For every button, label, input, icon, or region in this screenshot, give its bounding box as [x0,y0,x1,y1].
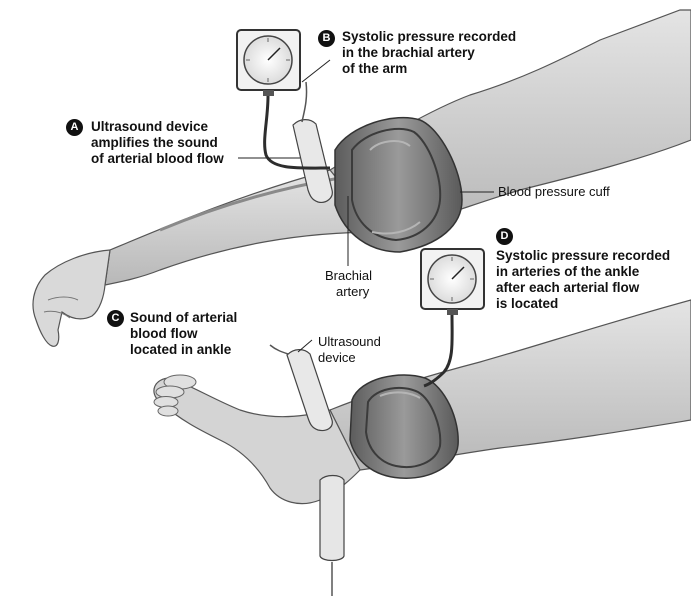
label-b: Systolic pressure recorded in the brachi… [342,29,516,77]
label-b-line: of the arm [342,61,516,77]
label-d-line: after each arterial flow [496,280,670,296]
badge-c: C [107,310,124,327]
label-ultrasound-device: Ultrasound device [318,334,381,366]
label-c: Sound of arterial blood flow located in … [130,310,237,358]
label-b-line: in the brachial artery [342,45,516,61]
label-blood-pressure-cuff: Blood pressure cuff [498,184,610,200]
label-a-line: amplifies the sound [91,135,224,151]
badge-a: A [66,119,83,136]
label-d: Systolic pressure recorded in arteries o… [496,248,670,312]
label-c-line: Sound of arterial [130,310,237,326]
label-brachial-artery: Brachial artery [325,268,372,300]
badge-d: D [496,228,513,245]
label-ultrasound-line: device [318,350,381,366]
label-d-line: in arteries of the ankle [496,264,670,280]
label-brachial-line: Brachial [325,268,372,284]
label-a-line: of arterial blood flow [91,151,224,167]
label-c-line: blood flow [130,326,237,342]
label-ultrasound-line: Ultrasound [318,334,381,350]
label-a: Ultrasound device amplifies the sound of… [91,119,224,167]
label-a-line: Ultrasound device [91,119,224,135]
label-d-line: Systolic pressure recorded [496,248,670,264]
label-d-line: is located [496,296,670,312]
label-c-line: located in ankle [130,342,237,358]
label-brachial-line: artery [325,284,372,300]
label-b-line: Systolic pressure recorded [342,29,516,45]
foot-probe [320,476,344,596]
badge-b: B [318,30,335,47]
